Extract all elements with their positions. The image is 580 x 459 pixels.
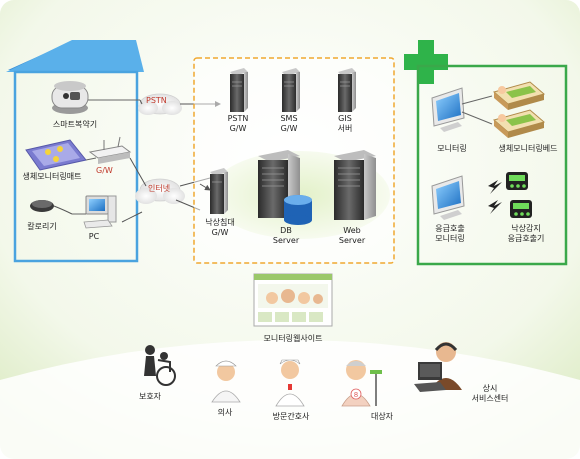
cloud-icon [135,178,185,204]
health-mat-label: 생체모니터링매트 [22,172,82,181]
calorie-meter-label: 칼로리기 [27,222,57,231]
wireless-signal-icon [488,180,502,214]
patient-icon: 8 [341,360,382,407]
smart-medicine-box-label: 스마트복약기 [52,120,98,129]
monitor-icon [431,87,465,132]
monitoring-bed-label: 생체모니터링베드 [498,144,558,153]
alarm-device-icon [510,200,532,218]
doctor-icon [211,360,241,403]
wheelchair-icon [144,345,176,386]
router-icon [88,136,132,164]
medicine-box-icon [51,81,89,114]
health-mat-icon [25,139,87,171]
monitor-icon [431,175,465,220]
operator-icon [414,342,462,392]
hospital-box [416,64,568,266]
monitoring-label: 모니터링 [437,144,467,153]
home-gw-label: G/W [96,166,113,175]
sms-gw-server-icon [282,68,300,112]
home-connections [72,99,140,215]
svg-text:8: 8 [354,391,358,399]
web-server-icon [334,150,376,220]
doctor-label: 의사 [217,408,233,417]
guardian-label: 보호자 [138,392,162,401]
pc-icon [83,195,117,229]
nurse-icon [275,359,305,407]
visiting-nurse-label: 방문간호사 [272,412,310,421]
fall-gw-server-icon [210,168,228,214]
pstn-network-label: PSTN [146,96,167,105]
website-thumbnail [253,273,333,327]
subject-label: 대상자 [370,412,394,421]
internet-network-label: 인터넷 [148,184,171,193]
bed-icon [492,109,546,138]
alarm-device-icon [506,172,528,190]
gis-server-icon [338,68,356,112]
pstn-gw-server-icon [230,68,248,112]
bed-icon [492,81,546,110]
cloud-icon [138,93,182,115]
database-icon [284,195,312,225]
house-outline-icon [6,40,144,263]
scale-icon [30,200,73,215]
pc-label: PC [88,232,100,241]
website-label: 모니터링웹사이트 [263,334,323,343]
